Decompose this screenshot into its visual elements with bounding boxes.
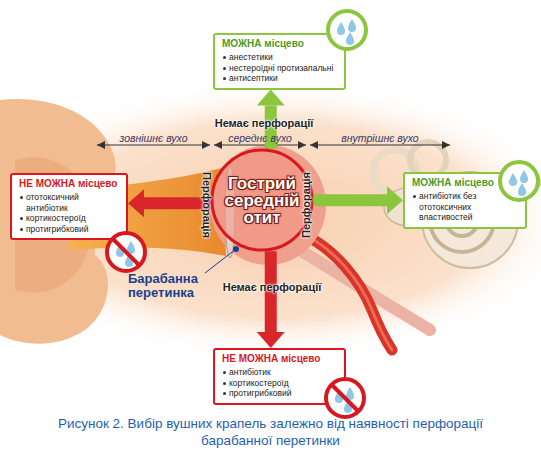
block-arrow <box>144 197 210 209</box>
bullet-item: антибіотик <box>222 367 338 378</box>
dimension-arrow <box>310 145 450 146</box>
bullet-item: протигрибковий <box>19 224 120 235</box>
forbidden-box: НЕ МОЖНА місцево антибіотиккортикостероїд… <box>213 348 346 405</box>
allowed-icon <box>500 162 538 200</box>
dimension-arrow <box>97 145 210 146</box>
leader-line <box>205 249 236 273</box>
bullet-item: протигрибковий <box>222 388 338 399</box>
edge-label: Перфорація <box>201 172 213 238</box>
bullet-item: нестероїдні протизапальні <box>222 63 338 74</box>
box-heading: МОЖНА місцево <box>412 177 519 189</box>
region-label: середнє вухо <box>214 132 306 144</box>
region-label: внутрішнє вухо <box>310 132 450 144</box>
bullet-item: кортикостероїд <box>222 378 338 389</box>
part-label: Барабанна перетинка <box>128 272 223 300</box>
forbidden-icon <box>107 233 145 271</box>
edge-label: Немає перфорації <box>215 117 314 129</box>
allowed-icon <box>328 11 366 49</box>
figure-caption: Рисунок 2. Вибір вушних крапель залежно … <box>25 415 516 449</box>
diagnosis-text: Гострий середній отит <box>210 175 314 226</box>
forbidden-box: НЕ МОЖНА місцево ототоксичний антибіотикк… <box>10 173 128 240</box>
box-heading: МОЖНА місцево <box>222 38 338 50</box>
region-label: зовнішнє вухо <box>97 132 210 144</box>
allowed-box: МОЖНА місцево антибіотик без ототоксичних… <box>403 172 527 229</box>
allowed-box: МОЖНА місцево анестетикинестероїдні проти… <box>213 33 346 90</box>
diagnosis-circle: Гострий середній отит <box>210 148 314 252</box>
eardrum-marker <box>233 246 239 252</box>
dimension-arrow <box>214 145 306 146</box>
skin-background <box>0 80 541 360</box>
bullet-item: антисептики <box>222 73 338 84</box>
box-heading: НЕ МОЖНА місцево <box>222 353 338 365</box>
box-heading: НЕ МОЖНА місцево <box>19 178 120 190</box>
bullet-item: ототоксичний антибіотик <box>19 192 120 213</box>
bullet-item: анестетики <box>222 52 338 63</box>
edge-label: Немає перфорації <box>223 281 322 293</box>
middle-ear-cavity <box>210 145 326 265</box>
bullet-item: кортикостероїд <box>19 213 120 224</box>
edge-label: Перфорація <box>300 172 312 238</box>
block-arrow <box>314 194 387 206</box>
forbidden-icon <box>326 379 364 417</box>
bullet-item: антибіотик без ототоксичних властивостей <box>412 191 519 223</box>
